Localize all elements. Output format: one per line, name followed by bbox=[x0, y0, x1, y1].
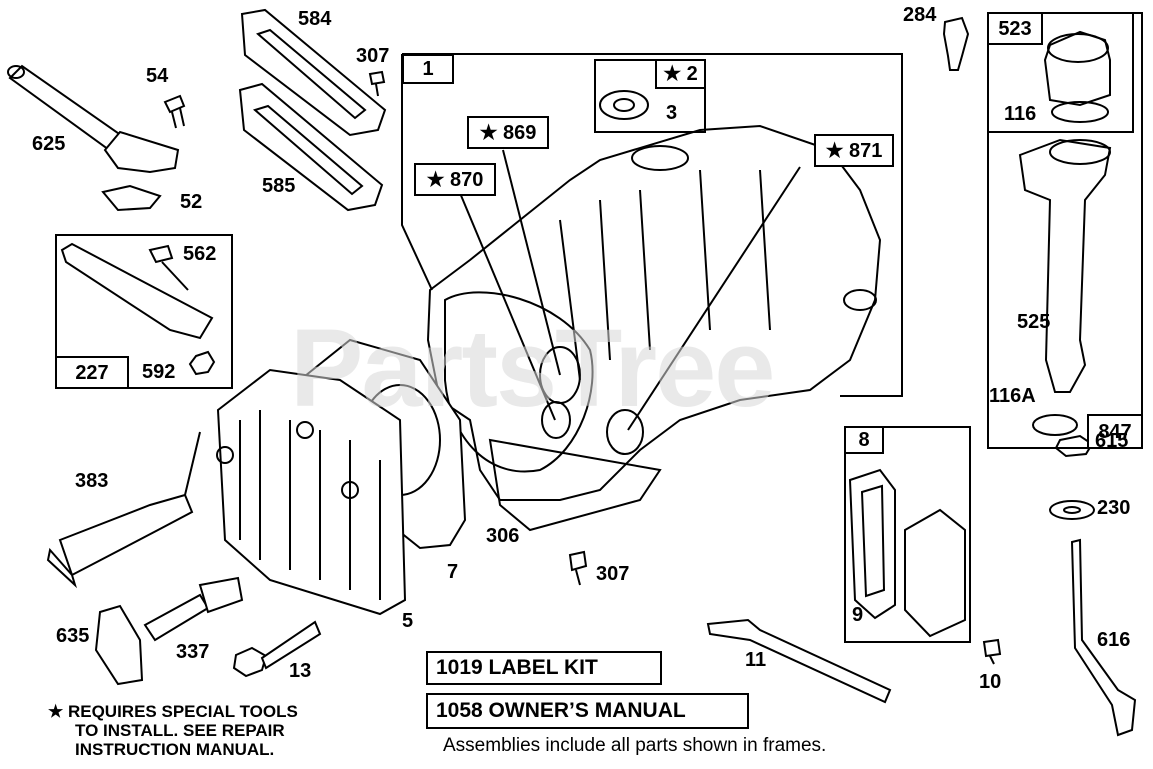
fuel-line-383-drawing bbox=[46, 431, 201, 589]
frame-tag-8: 8 bbox=[844, 426, 884, 454]
label-10: 10 bbox=[979, 671, 1002, 693]
label-3: 3 bbox=[666, 102, 678, 124]
label-337: 337 bbox=[176, 641, 210, 663]
label-625: 625 bbox=[32, 133, 66, 155]
note-line-2: TO INSTALL. SEE REPAIR bbox=[75, 721, 285, 740]
note-line-3: INSTRUCTION MANUAL. bbox=[75, 740, 275, 759]
breather-8-drawing bbox=[848, 468, 966, 638]
label-116a: 116A bbox=[989, 385, 1036, 407]
label-11: 11 bbox=[745, 649, 767, 671]
dipstick-616-drawing bbox=[1070, 538, 1137, 737]
label-585: 585 bbox=[262, 175, 296, 197]
label-562: 562 bbox=[183, 243, 217, 265]
gasket-52-drawing bbox=[101, 184, 162, 212]
brace-227-drawing bbox=[60, 242, 216, 376]
label-5: 5 bbox=[402, 610, 414, 632]
tool-tag-871: ★ 871 bbox=[814, 134, 894, 167]
fitting-284-drawing bbox=[942, 16, 970, 71]
tube-625-drawing bbox=[7, 64, 180, 174]
label-54: 54 bbox=[146, 65, 169, 87]
label-525: 525 bbox=[1017, 311, 1051, 333]
label-616: 616 bbox=[1097, 629, 1131, 651]
tube-11-drawing bbox=[706, 618, 892, 704]
bolt-54-drawing bbox=[163, 94, 186, 129]
label-13: 13 bbox=[289, 660, 312, 682]
screw-307b-drawing bbox=[568, 550, 588, 586]
owners-manual-box: 1058 OWNER’S MANUAL bbox=[426, 693, 749, 729]
label-615: 615 bbox=[1095, 430, 1129, 452]
gasket-584-drawing bbox=[240, 8, 387, 137]
label-230: 230 bbox=[1097, 497, 1131, 519]
frame-tag-523: 523 bbox=[987, 12, 1043, 45]
frame-breather bbox=[844, 426, 971, 643]
tool-tag-869: ★ 869 bbox=[467, 116, 549, 149]
frame-tag-227: 227 bbox=[55, 356, 129, 389]
label-383: 383 bbox=[75, 470, 109, 492]
label-306: 306 bbox=[486, 525, 520, 547]
label-52: 52 bbox=[180, 191, 203, 213]
label-592: 592 bbox=[142, 361, 176, 383]
frame-oil-cap bbox=[987, 12, 1134, 133]
assemblies-footnote: Assemblies include all parts shown in fr… bbox=[443, 735, 827, 756]
tool-tag-870: ★ 870 bbox=[414, 163, 496, 196]
label-kit-box: 1019 LABEL KIT bbox=[426, 651, 662, 685]
frame-tag-1: 1 bbox=[402, 54, 454, 84]
frame-227 bbox=[55, 234, 233, 389]
label-116: 116 bbox=[1004, 103, 1037, 125]
oil-cap-523-drawing bbox=[1043, 30, 1111, 123]
boot-635-drawing bbox=[94, 604, 144, 686]
cylinder-block-drawing bbox=[426, 124, 882, 532]
label-307-bottom: 307 bbox=[596, 563, 630, 585]
screw-307-drawing bbox=[368, 70, 386, 97]
note-line-1: ★ REQUIRES SPECIAL TOOLS bbox=[48, 702, 298, 721]
label-284: 284 bbox=[903, 4, 937, 26]
bolt-13-drawing bbox=[232, 620, 322, 678]
washer-230-drawing bbox=[1049, 500, 1095, 520]
frame-tag-2: ★ 2 bbox=[655, 59, 706, 89]
cylinder-head-5-drawing bbox=[216, 368, 407, 616]
label-7: 7 bbox=[447, 561, 459, 583]
screw-10-drawing bbox=[982, 638, 1002, 665]
label-9: 9 bbox=[852, 604, 864, 626]
block-frame-outline bbox=[402, 53, 903, 397]
label-584: 584 bbox=[298, 8, 332, 30]
tool-pointer-lines bbox=[459, 149, 801, 431]
frame-seal bbox=[594, 59, 706, 133]
special-tools-note: ★ REQUIRES SPECIAL TOOLS TO INSTALL. SEE… bbox=[48, 702, 298, 759]
frame-tag-847: 847 bbox=[1087, 414, 1143, 449]
label-307-top: 307 bbox=[356, 45, 390, 67]
watermark: PartsTree bbox=[290, 307, 775, 430]
label-635: 635 bbox=[56, 625, 90, 647]
oil-tube-525-drawing bbox=[1018, 138, 1112, 436]
seal-3-drawing bbox=[599, 90, 649, 120]
spark-plug-337-drawing bbox=[143, 576, 244, 642]
gasket-585-drawing bbox=[238, 82, 384, 212]
